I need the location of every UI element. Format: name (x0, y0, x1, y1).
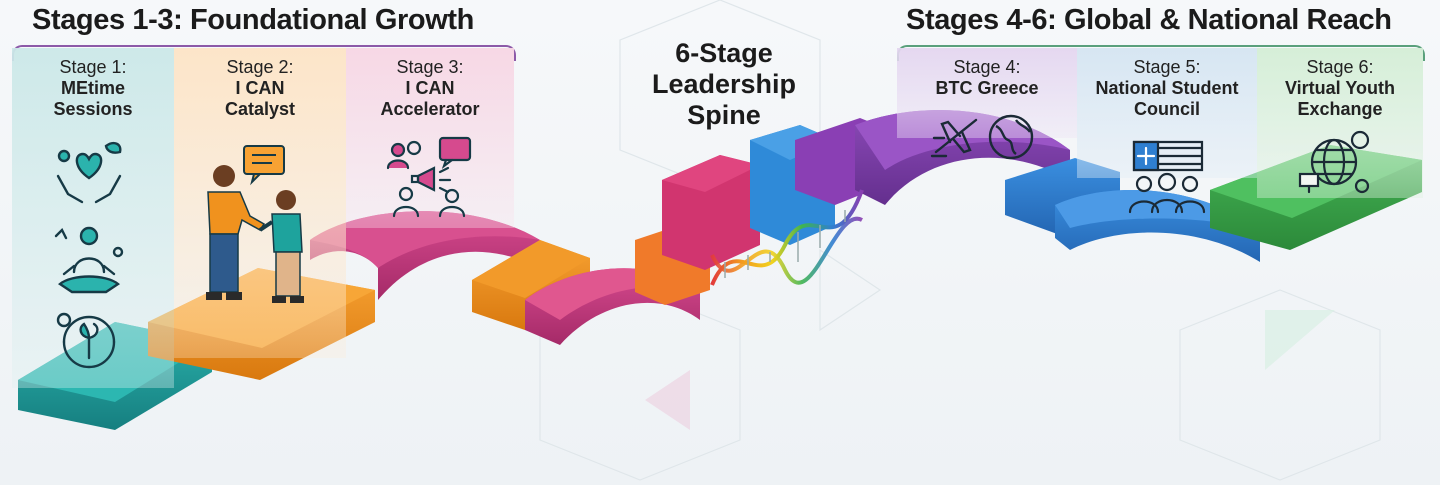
group-megaphone-icon (384, 136, 476, 218)
center-title: 6-Stage Leadership Spine (626, 38, 822, 131)
stage-5-label: Stage 5: National Student Council (1077, 57, 1257, 120)
rising-blocks (635, 118, 885, 305)
background-triangle (1265, 310, 1335, 370)
heart-hands-icon (50, 136, 128, 212)
stages-4-6-heading: Stages 4-6: Global & National Reach (906, 4, 1392, 37)
council-flag-icon (1124, 136, 1210, 214)
background-triangle (645, 370, 690, 430)
stage-1-label: Stage 1: MEtime Sessions (12, 57, 174, 120)
mentoring-people-icon (198, 142, 318, 310)
stage-3-label: Stage 3: I CAN Accelerator (346, 57, 514, 120)
globe-icon (986, 112, 1036, 162)
stages-1-3-heading: Stages 1-3: Foundational Growth (32, 4, 474, 37)
airplane-icon (930, 112, 982, 162)
meditation-icon (50, 222, 128, 300)
stage-2-label: Stage 2: I CAN Catalyst (174, 57, 346, 120)
stage-4-label: Stage 4: BTC Greece (897, 57, 1077, 99)
growth-cycle-icon (50, 308, 128, 376)
virtual-globe-icon (1296, 128, 1376, 200)
stage-6-label: Stage 6: Virtual Youth Exchange (1257, 57, 1423, 120)
